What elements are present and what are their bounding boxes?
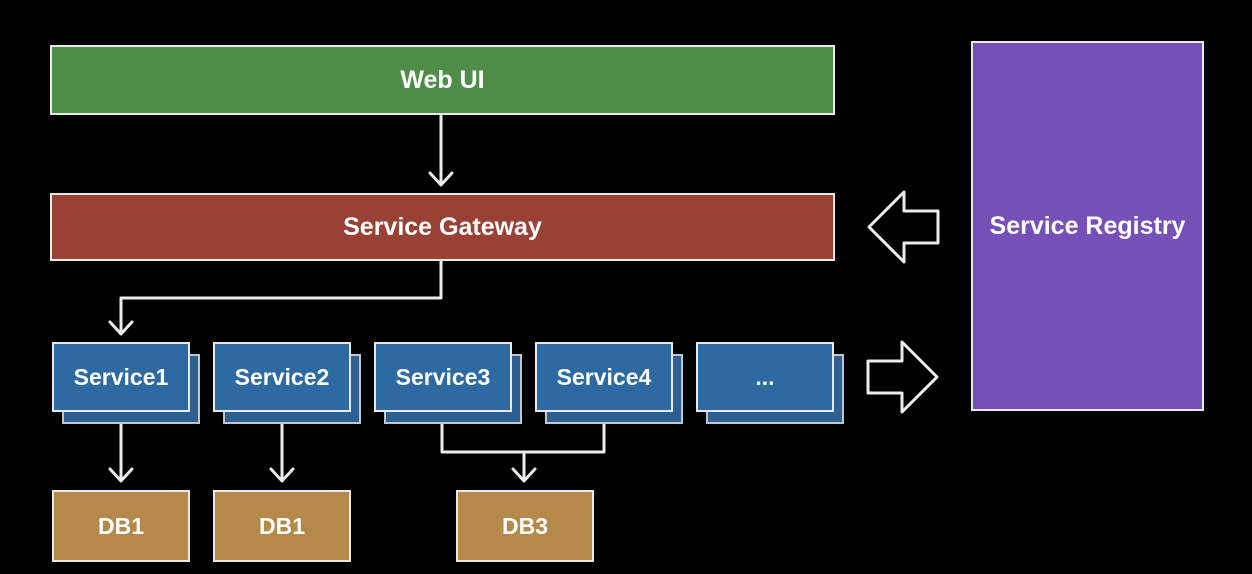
service-gateway-label: Service Gateway bbox=[343, 212, 542, 241]
service1-to-db1-arrowhead bbox=[108, 467, 134, 483]
db1-label: DB1 bbox=[97, 512, 144, 539]
db3-label: DB3 bbox=[501, 512, 548, 539]
service1-label: Service1 bbox=[73, 363, 169, 390]
webui-to-gateway-arrowhead bbox=[428, 171, 454, 187]
service2-box: Service2 bbox=[213, 342, 351, 412]
service3-label: Service3 bbox=[395, 363, 491, 390]
db1-second-label: DB1 bbox=[258, 512, 305, 539]
gateway-to-service1-arrowhead bbox=[108, 320, 134, 336]
db3-box: DB3 bbox=[456, 490, 594, 562]
service4-label: Service4 bbox=[556, 363, 652, 390]
service-registry-box: Service Registry bbox=[971, 41, 1204, 411]
web-ui-box: Web UI bbox=[50, 45, 835, 115]
service-registry-label: Service Registry bbox=[989, 211, 1186, 240]
service2-label: Service2 bbox=[234, 363, 330, 390]
gateway-to-service1-connector bbox=[119, 259, 443, 335]
more-services-box: ... bbox=[696, 342, 834, 412]
web-ui-label: Web UI bbox=[400, 65, 485, 94]
more-services-label: ... bbox=[755, 363, 775, 390]
service-gateway-box: Service Gateway bbox=[50, 193, 835, 261]
service3-box: Service3 bbox=[374, 342, 512, 412]
services-to-registry-hollow-arrow bbox=[866, 340, 939, 414]
service1-box: Service1 bbox=[52, 342, 190, 412]
registry-to-gateway-hollow-arrow bbox=[867, 190, 940, 264]
db1-second-box: DB1 bbox=[213, 490, 351, 562]
db1-box: DB1 bbox=[52, 490, 190, 562]
service3-service4-to-db3-arrowhead bbox=[511, 467, 537, 483]
service2-to-db1-arrowhead bbox=[269, 467, 295, 483]
service4-box: Service4 bbox=[535, 342, 673, 412]
